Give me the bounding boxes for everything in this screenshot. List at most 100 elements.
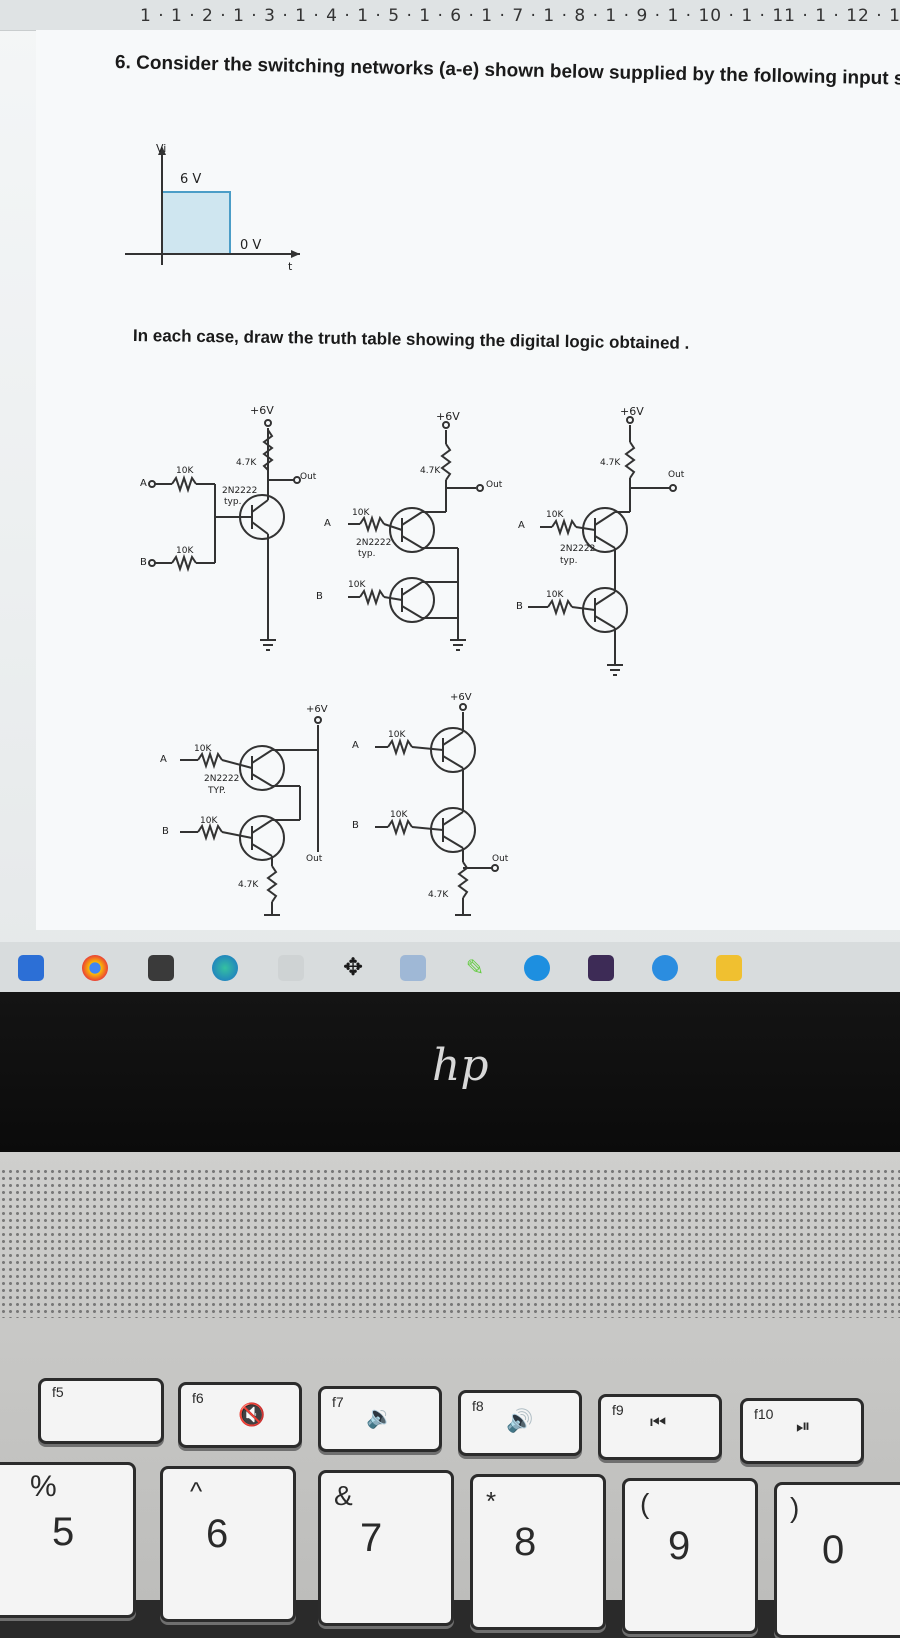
e-r10k-a-label: 10K [388,730,406,740]
previous-track-icon: ⏮ [650,1412,667,1432]
mail-icon[interactable] [18,955,44,981]
key-7-shift-label: & [334,1480,353,1511]
speaker-grille [0,1168,900,1318]
key-6[interactable] [160,1466,296,1622]
laptop-screen: 1 · 1 · 2 · 1 · 3 · 1 · 4 · 1 · 5 · 1 · … [0,0,900,960]
signal-low-label: 0 V [240,238,262,253]
d-r10k-a-label: 10K [194,744,212,754]
d-supply-label: +6V [306,704,328,715]
e-r10k-b-label: 10K [390,810,408,820]
signal-t-label: t [288,260,293,273]
key-6-label: 6 [206,1512,229,1556]
key-9-shift-label: ( [640,1488,650,1519]
app-icon[interactable] [652,955,678,981]
key-5-shift-label: % [30,1470,57,1503]
e-input-b-label: B [352,820,359,831]
b-typ-label: typ. [358,549,376,559]
document-ruler[interactable]: 1 · 1 · 2 · 1 · 3 · 1 · 4 · 1 · 5 · 1 · … [0,0,900,31]
c-transistor-label: 2N2222 [560,544,596,554]
b-r10k-a-label: 10K [352,508,370,518]
file-icon[interactable] [716,955,742,981]
f10-label: f10 [754,1406,774,1422]
f10-key[interactable] [740,1398,864,1464]
c-typ-label: typ. [560,556,578,566]
c-input-a-label: A [518,520,525,531]
circuit-c [528,416,677,676]
dropbox-icon[interactable]: ✥ [342,954,364,981]
hp-logo: hp [432,1040,489,1091]
f6-key[interactable] [178,1382,302,1448]
f9-key[interactable] [598,1394,722,1460]
mute-icon: 🔇 [238,1402,266,1427]
f7-key[interactable] [318,1386,442,1452]
key-0-shift-label: ) [790,1492,800,1523]
key-8-label: 8 [514,1520,537,1564]
c-r10k-b-label: 10K [546,590,564,600]
document-page[interactable] [36,30,900,930]
c-supply-label: +6V [620,405,644,418]
a-r10k-a-label: 10K [176,466,194,476]
play-pause-icon: ⏯ [796,1416,811,1436]
c-input-b-label: B [516,601,523,612]
f9-label: f9 [612,1402,624,1418]
f5-key[interactable] [38,1378,164,1444]
a-r47k-label: 4.7K [236,458,257,468]
key-8-shift-label: * [486,1486,497,1516]
d-typ-label: TYP. [208,786,226,796]
store-icon[interactable] [148,955,174,981]
d-transistor-label: 2N2222 [204,774,240,784]
e-out-label: Out [492,854,509,864]
taskbar [0,942,900,992]
app-icon[interactable] [524,955,550,981]
volume-up-icon: 🔊 [506,1408,534,1433]
circuit-b [348,421,484,651]
circuit-e [375,703,499,916]
signal-high-label: 6 V [180,172,202,187]
key-6-shift-label: ^ [190,1476,203,1506]
b-input-b-label: B [316,591,323,602]
key-5-label: 5 [52,1510,75,1554]
a-out-label: Out [300,472,317,482]
f8-key[interactable] [458,1390,582,1456]
d-r10k-b-label: 10K [200,816,218,826]
e-input-a-label: A [352,740,359,751]
circuit-a [148,419,301,651]
key-0-label: 0 [822,1528,845,1572]
b-supply-label: +6V [436,410,460,423]
volume-down-icon: 🔉 [366,1404,394,1429]
a-supply-label: +6V [250,404,274,417]
switching-networks [148,416,677,916]
input-signal-graph [125,146,300,265]
key-9-label: 9 [668,1524,691,1568]
paint-icon[interactable]: ✎ [465,955,485,980]
d-r47k-label: 4.7K [238,880,259,890]
d-input-a-label: A [160,754,167,765]
e-r47k-label: 4.7K [428,890,449,900]
ruler-marks: 1 · 1 · 2 · 1 · 3 · 1 · 4 · 1 · 5 · 1 · … [140,6,900,26]
key-7-label: 7 [360,1516,383,1560]
d-out-label: Out [306,854,323,864]
laptop-bezel [0,992,900,1152]
signal-vi-label: Vi [156,142,167,155]
window-icon[interactable] [400,955,426,981]
b-r47k-label: 4.7K [420,466,441,476]
circuit-d [180,716,322,916]
a-input-b-label: B [140,557,147,568]
app-icon[interactable] [588,955,614,981]
d-input-b-label: B [162,826,169,837]
a-r10k-b-label: 10K [176,546,194,556]
b-input-a-label: A [324,518,331,529]
c-r10k-a-label: 10K [546,510,564,520]
f7-label: f7 [332,1394,344,1410]
b-transistor-label: 2N2222 [356,538,392,548]
chrome-icon[interactable] [82,955,108,981]
a-typ-label: typ. [224,497,242,507]
edge-icon[interactable] [212,955,238,981]
c-out-label: Out [668,470,685,480]
f5-label: f5 [52,1384,64,1400]
app-icon[interactable] [278,955,304,981]
b-out-label: Out [486,480,503,490]
b-r10k-b-label: 10K [348,580,366,590]
f6-label: f6 [192,1390,204,1406]
f8-label: f8 [472,1398,484,1414]
